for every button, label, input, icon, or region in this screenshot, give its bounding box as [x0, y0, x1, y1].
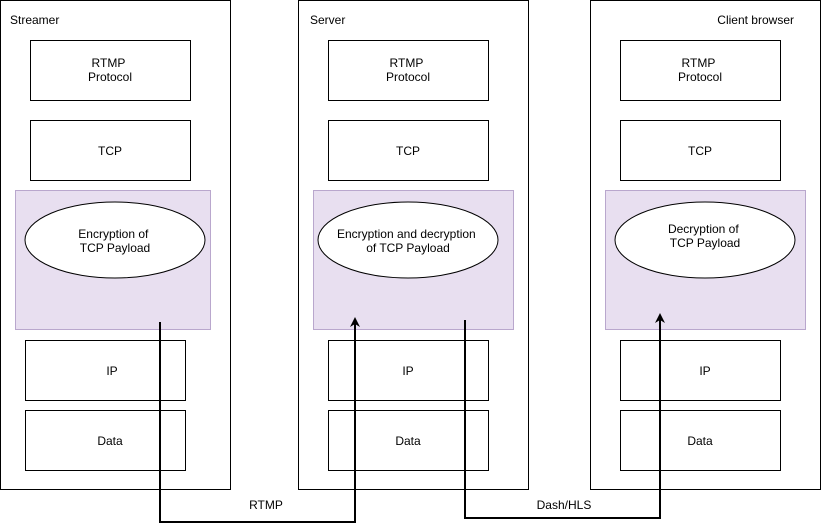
client-rtmp-box	[620, 40, 781, 101]
rtmp-connector-label: RTMP	[249, 498, 283, 512]
streamer-data-label: Data	[97, 434, 123, 448]
server-tcp-label: TCP	[396, 144, 420, 158]
server-title: Server	[310, 13, 345, 27]
client-ip-box	[620, 340, 781, 401]
rtmp-connector-arrow	[159, 317, 360, 523]
streamer-ip-label: IP	[106, 364, 117, 378]
streamer-data-box	[25, 410, 186, 471]
client-tcp-box	[620, 120, 781, 181]
server-rtmp-box	[328, 40, 489, 101]
client-data-box	[620, 410, 781, 471]
server-crypto-ellipse	[317, 201, 499, 279]
dash-hls-connector-label: Dash/HLS	[537, 498, 592, 512]
streamer-rtmp-label: RTMP Protocol	[88, 56, 132, 84]
server-data-label: Data	[395, 434, 421, 448]
dash-hls-connector-arrow	[464, 313, 665, 519]
server-column: Server RTMP Protocol TCP Encryption and …	[298, 0, 529, 490]
streamer-tcp-label: TCP	[98, 144, 122, 158]
streamer-tcp-box	[30, 120, 191, 181]
client-decryption-label: Decryption of TCP Payload	[668, 222, 742, 250]
server-tcp-box	[328, 120, 489, 181]
client-browser-column: Client browser RTMP Protocol TCP Decrypt…	[590, 0, 821, 490]
streamer-encryption-label: Encryption of TCP Payload	[78, 227, 151, 255]
server-ip-label: IP	[402, 364, 413, 378]
client-rtmp-label: RTMP Protocol	[678, 56, 722, 84]
streamer-rtmp-box	[30, 40, 191, 101]
client-tcp-label: TCP	[688, 144, 712, 158]
streamer-encryption-ellipse	[24, 201, 206, 279]
server-rtmp-label: RTMP Protocol	[386, 56, 430, 84]
client-ip-label: IP	[699, 364, 710, 378]
server-crypto-label: Encryption and decryption of TCP Payload	[337, 227, 479, 255]
client-decryption-ellipse	[614, 201, 796, 279]
streamer-title: Streamer	[10, 13, 59, 27]
client-data-label: Data	[687, 434, 713, 448]
streamer-ip-box	[25, 340, 186, 401]
client-title: Client browser	[717, 13, 794, 27]
streamer-column: Streamer RTMP Protocol TCP Encryption of…	[0, 0, 231, 490]
